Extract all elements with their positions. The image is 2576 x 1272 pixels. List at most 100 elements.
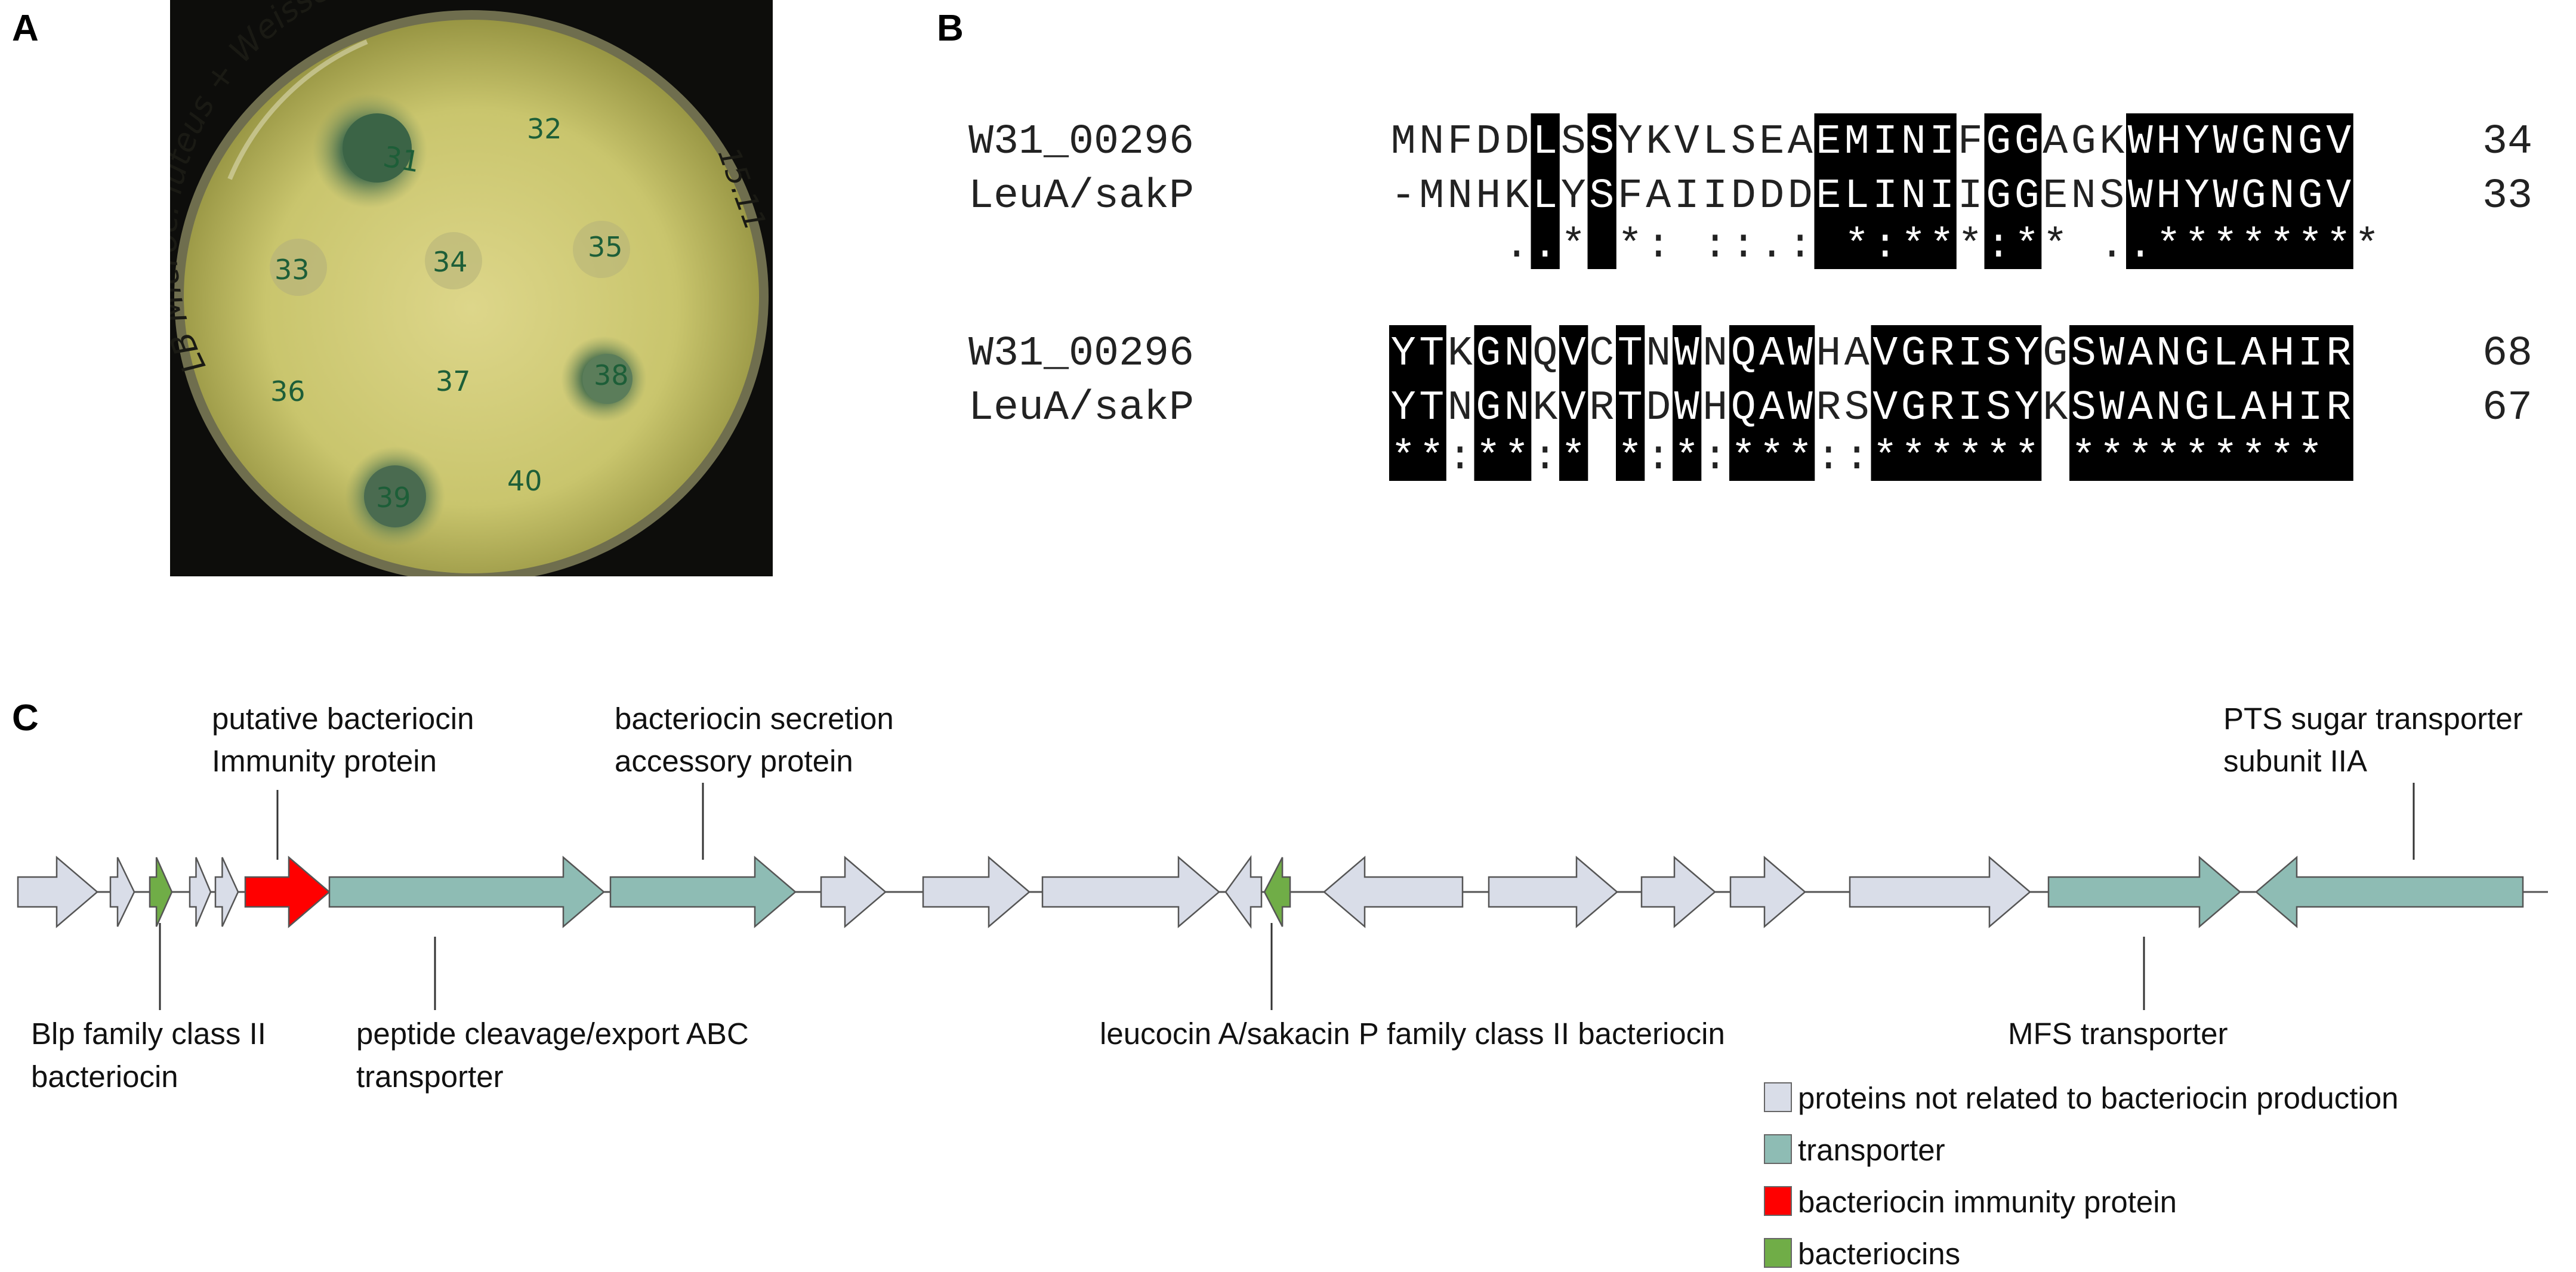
residue: G [2298, 119, 2323, 166]
conserved-column [2268, 325, 2297, 481]
residue: L [1532, 119, 1557, 166]
consensus-symbol: : [1702, 434, 1727, 481]
residue: I [2298, 331, 2323, 378]
conserved-column [1899, 325, 1929, 481]
residue: W [1788, 331, 1813, 378]
gene-arrow-other [1849, 856, 2031, 928]
consensus-symbol: * [1788, 434, 1813, 481]
residue: H [1476, 173, 1501, 220]
residue: E [1816, 119, 1841, 166]
consensus-symbol: * [2128, 434, 2153, 481]
residue: I [1674, 173, 1699, 220]
residue: Y [1391, 331, 1416, 378]
inhibition-zone-core [343, 113, 412, 183]
gene-arrow-other [1224, 855, 1263, 929]
conserved-column [1927, 113, 1957, 269]
residue: K [1532, 385, 1557, 432]
residue: R [1816, 385, 1841, 432]
residue: G [2014, 119, 2040, 166]
annotation-immunity: Immunity protein [212, 744, 437, 778]
consensus-symbol: * [1844, 223, 1869, 270]
gene-arrow-other [214, 857, 239, 927]
residue: W [1674, 385, 1699, 432]
consensus-symbol: * [1929, 223, 1954, 270]
annotation-abc: peptide cleavage/export ABC [356, 1017, 749, 1051]
residue: V [2326, 173, 2351, 220]
conserved-column [2296, 113, 2325, 269]
consensus-symbol: * [2241, 434, 2266, 481]
residue: D [1759, 173, 1784, 220]
residue: N [2269, 119, 2294, 166]
residue: N [1646, 331, 1671, 378]
conserved-column [1531, 113, 1560, 269]
gene-arrow-other [1640, 856, 1716, 928]
conserved-column [2211, 113, 2240, 269]
conserved-column [1871, 325, 1900, 481]
consensus-symbol: * [1731, 434, 1756, 481]
sequence-end-position: 68 [2482, 331, 2532, 378]
consensus-symbol: . [2099, 223, 2124, 270]
residue: I [1958, 331, 1983, 378]
residue: Y [1391, 385, 1416, 432]
consensus-symbol: * [2213, 434, 2238, 481]
residue: T [1618, 331, 1643, 378]
conserved-column [2126, 325, 2155, 481]
conserved-column [2154, 113, 2183, 269]
conserved-column [1984, 325, 2013, 481]
residue: Q [1731, 331, 1756, 378]
consensus-symbol: * [2156, 223, 2181, 270]
conserved-column [1899, 113, 1929, 269]
consensus-symbol: * [2213, 223, 2238, 270]
residue: A [1759, 385, 1784, 432]
spot-label: 38 [594, 359, 629, 391]
residue: A [1759, 331, 1784, 378]
residue: I [1872, 173, 1898, 220]
conserved-column [2069, 325, 2099, 481]
gene-arrow-other [17, 856, 98, 928]
residue: D [1476, 119, 1501, 166]
residue: R [1929, 385, 1954, 432]
residue: N [1901, 173, 1926, 220]
residue: I [1929, 119, 1954, 166]
residue: I [1872, 119, 1898, 166]
spot-label: 36 [270, 375, 306, 407]
sequence-name: W31_00296 [968, 119, 1194, 166]
consensus-symbol: : [1702, 223, 1727, 270]
residue: G [1986, 173, 2011, 220]
residue: S [1986, 331, 2011, 378]
residue: W [2099, 385, 2124, 432]
sequence-end-position: 33 [2482, 173, 2532, 220]
legend-swatch-immunity [1764, 1186, 1792, 1216]
residue: I [1958, 385, 1983, 432]
consensus-symbol: : [1731, 223, 1756, 270]
conserved-column [1956, 325, 1985, 481]
residue: Y [2185, 173, 2210, 220]
residue: T [1618, 385, 1643, 432]
gene-arrow-other [1729, 856, 1806, 928]
legend-swatch-transporter [1764, 1134, 1792, 1164]
residue: K [1504, 173, 1529, 220]
residue: G [2043, 331, 2068, 378]
residue: E [1816, 173, 1841, 220]
sequence-name: LeuA/sakP [968, 385, 1194, 432]
consensus-symbol: * [2355, 223, 2380, 270]
panel-a-label: A [12, 8, 39, 49]
legend-label: proteins not related to bacteriocin prod… [1798, 1081, 2398, 1115]
spot-label: 31 [381, 140, 422, 180]
residue: K [1448, 331, 1473, 378]
conserved-column [1927, 325, 1957, 481]
residue: G [2185, 331, 2210, 378]
conserved-column [1871, 113, 1900, 269]
residue: H [2269, 385, 2294, 432]
residue: N [2269, 173, 2294, 220]
conserved-column [1587, 113, 1616, 269]
conserved-column [2183, 325, 2212, 481]
residue: A [2241, 331, 2266, 378]
residue: S [2099, 173, 2124, 220]
residue: A [2043, 119, 2068, 166]
residue: V [1674, 119, 1699, 166]
consensus-symbol: * [2185, 434, 2210, 481]
residue: I [1958, 173, 1983, 220]
annotation-abc: transporter [356, 1060, 504, 1094]
